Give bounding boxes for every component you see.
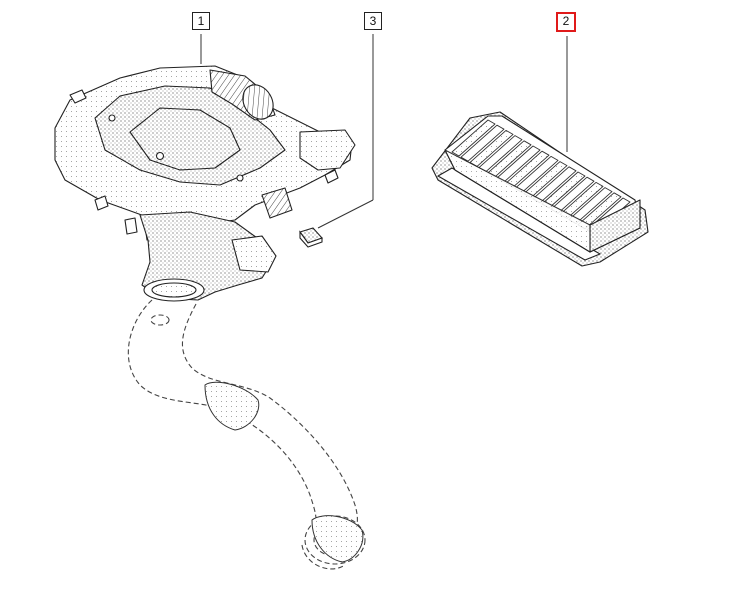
clip-nut	[299, 227, 323, 248]
filter-pleat	[451, 119, 496, 157]
air-filter-housing	[54, 65, 356, 302]
callout-1-label: 1	[197, 14, 205, 28]
leader-line-3b	[317, 199, 374, 229]
callout-1: 1	[192, 12, 210, 30]
filter-pleat	[460, 124, 505, 162]
hose-collar	[204, 381, 364, 563]
callout-2: 2	[556, 12, 576, 32]
callout-3: 3	[364, 12, 382, 30]
air-filter-element	[431, 111, 649, 267]
callout-2-label: 2	[562, 14, 570, 28]
callout-3-label: 3	[369, 14, 377, 28]
